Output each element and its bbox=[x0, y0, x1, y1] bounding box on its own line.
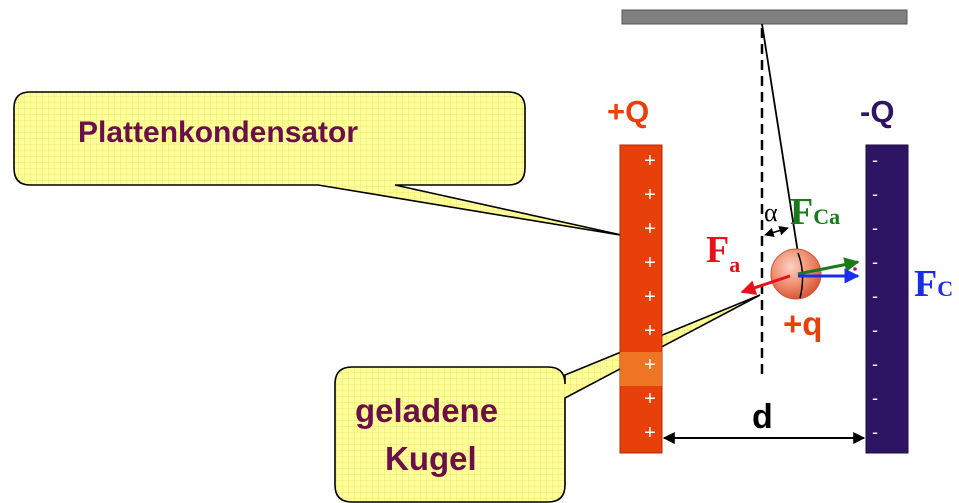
negative-sign-group: - - - - - - - - - - bbox=[872, 150, 878, 476]
positive-sign: + bbox=[644, 320, 656, 342]
positive-sign: + bbox=[644, 252, 656, 274]
force-fca-sub: Ca bbox=[813, 204, 841, 229]
positive-plate bbox=[619, 144, 663, 454]
force-fca-label: FCa bbox=[790, 190, 840, 234]
force-fca-arrow bbox=[797, 257, 860, 276]
positive-sign: + bbox=[644, 218, 656, 240]
negative-sign: - bbox=[872, 320, 878, 340]
plate-highlight bbox=[620, 352, 662, 386]
force-fa-main: F bbox=[706, 229, 730, 271]
angle-symbol: α bbox=[764, 198, 778, 227]
capacitor-callout-bubble bbox=[13, 91, 627, 237]
angle-arc-arrow bbox=[764, 225, 789, 238]
positive-sign: + bbox=[644, 286, 656, 308]
distance-label: d bbox=[752, 398, 773, 436]
negative-sign: - bbox=[872, 286, 878, 306]
charged-ball bbox=[770, 248, 822, 300]
capacitor-callout-label: Plattenkondensator bbox=[78, 116, 359, 149]
force-dot bbox=[853, 267, 857, 271]
force-fa-sub: a bbox=[729, 252, 741, 277]
negative-sign: - bbox=[872, 422, 878, 442]
force-fa-label: Fa bbox=[706, 228, 740, 277]
negative-sign: - bbox=[872, 184, 878, 204]
force-fca-main: F bbox=[790, 191, 814, 233]
positive-sign: + bbox=[644, 184, 656, 206]
force-fc-sub: C bbox=[937, 276, 954, 301]
negative-sign: - bbox=[872, 218, 878, 238]
negative-plate bbox=[865, 144, 909, 454]
ball-callout-label-line1: geladene bbox=[355, 392, 499, 429]
force-fc-main: F bbox=[914, 263, 938, 305]
positive-sign: + bbox=[644, 150, 656, 172]
negative-sign: - bbox=[872, 354, 878, 374]
positive-plate-label: +Q bbox=[607, 94, 650, 129]
positive-sign: + bbox=[644, 456, 656, 478]
negative-sign: - bbox=[872, 252, 878, 272]
positive-sign: + bbox=[644, 354, 656, 376]
positive-sign: + bbox=[644, 422, 656, 444]
positive-sign: + bbox=[644, 388, 656, 410]
ball-callout-label-line2: Kugel bbox=[385, 440, 477, 477]
negative-sign: - bbox=[872, 150, 878, 170]
positive-sign-group: + + + + + + + + + + bbox=[644, 150, 656, 478]
ball-charge-label: +q bbox=[783, 305, 823, 342]
ceiling-bar bbox=[621, 9, 908, 25]
negative-sign: - bbox=[872, 456, 878, 476]
negative-plate-label: -Q bbox=[860, 94, 895, 129]
negative-sign: - bbox=[872, 388, 878, 408]
force-fa-arrow bbox=[740, 274, 791, 295]
force-fc-label: FC bbox=[914, 262, 953, 306]
pendulum-string bbox=[761, 23, 799, 254]
